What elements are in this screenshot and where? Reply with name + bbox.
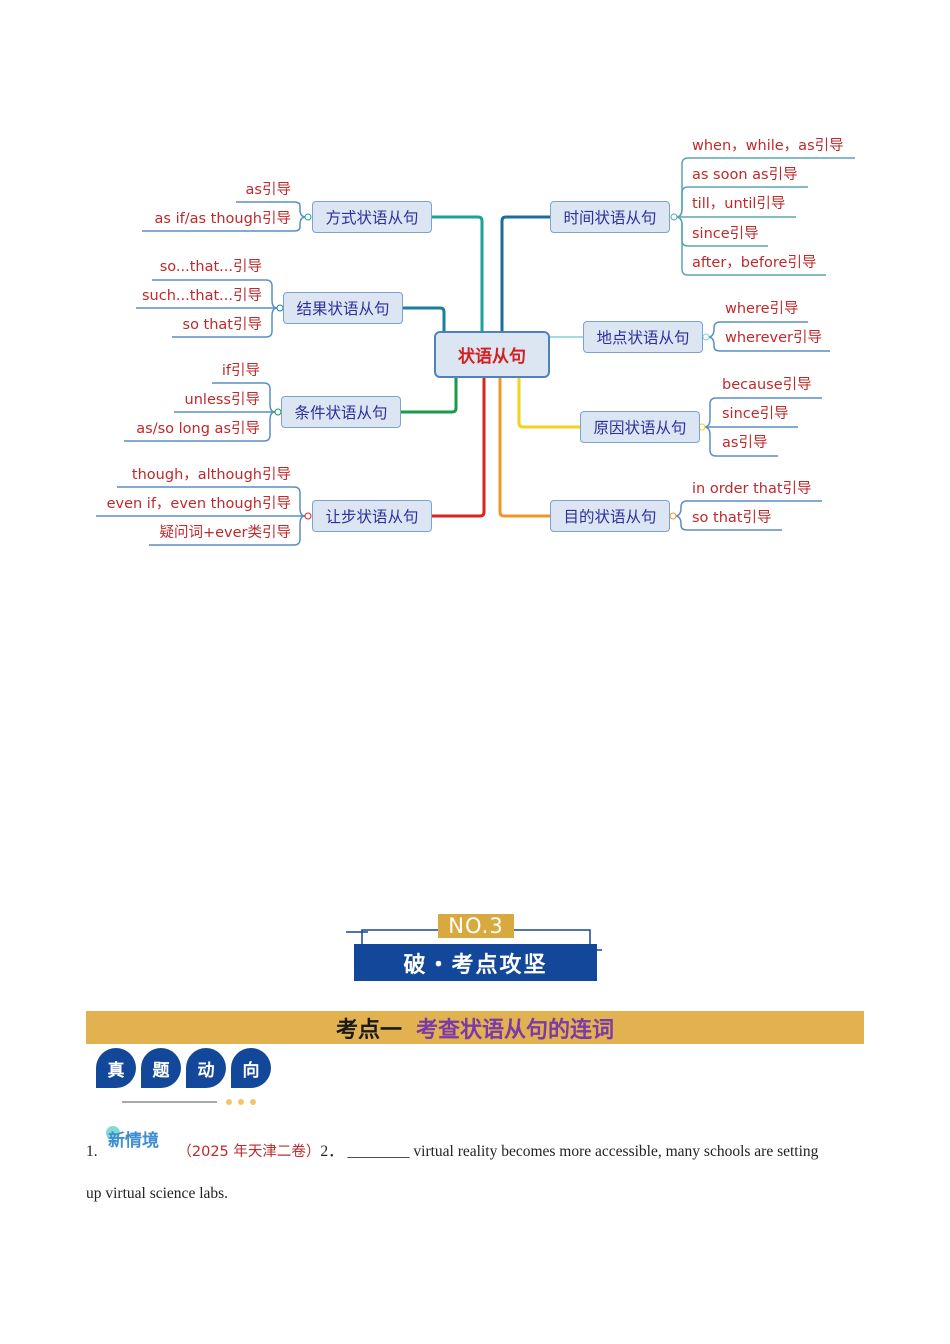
zhenti-divider <box>122 1101 217 1103</box>
node-reason-clause: 原因状语从句 <box>580 411 700 443</box>
leaf-condition-2: unless引导 <box>184 392 260 408</box>
leaf-result-2: such...that...引导 <box>141 288 262 304</box>
zhenti-char-4: 向 <box>231 1048 271 1088</box>
leaf-time-3: till，until引导 <box>692 196 786 212</box>
leaf-reason-1: because引导 <box>722 377 812 393</box>
leaf-result-3: so that引导 <box>182 317 262 333</box>
leaf-time-1: when，while，as引导 <box>692 138 844 154</box>
section-badge: NO.3 破・考点攻坚 <box>346 912 602 984</box>
leaf-concession-3: 疑问词+ever类引导 <box>159 525 291 541</box>
zhenti-char-2: 题 <box>141 1048 181 1088</box>
leaf-concession-2: even if，even though引导 <box>106 496 291 512</box>
kaodian-prefix: 考点一 <box>335 1017 402 1043</box>
leaf-purpose-1: in order that引导 <box>692 481 812 497</box>
leaf-time-4: since引导 <box>692 226 759 242</box>
question-text-1: virtual reality becomes more accessible,… <box>413 1143 819 1160</box>
kaodian-title: 考查状语从句的连词 <box>416 1017 615 1043</box>
leaf-place-1: where引导 <box>725 301 799 317</box>
section-number: NO.3 <box>438 914 514 938</box>
leaf-reason-3: as引导 <box>722 435 768 451</box>
node-purpose-clause: 目的状语从句 <box>550 500 670 532</box>
decor-dot-2 <box>238 1099 244 1105</box>
mindmap-connectors <box>96 157 855 546</box>
leaf-time-2: as soon as引导 <box>692 167 798 183</box>
node-result-clause: 结果状语从句 <box>283 292 403 324</box>
leaf-place-2: wherever引导 <box>725 330 822 346</box>
node-concession-clause: 让步状语从句 <box>312 500 432 532</box>
question-number: 1. <box>86 1143 98 1160</box>
question-sub-number: 2． <box>320 1143 344 1160</box>
node-condition-clause: 条件状语从句 <box>281 396 401 428</box>
leaf-manner-2: as if/as though引导 <box>154 211 291 227</box>
leaf-purpose-2: so that引导 <box>692 510 772 526</box>
question-line-1: 1. （2025 年天津二卷）2． ________ virtual reali… <box>86 1139 818 1161</box>
leaf-manner-1: as引导 <box>245 182 291 198</box>
section-title: 破・考点攻坚 <box>354 944 597 981</box>
leaf-result-1: so...that...引导 <box>159 259 262 275</box>
decor-dot-3 <box>250 1099 256 1105</box>
kaodian-header: 考点一 考查状语从句的连词 <box>86 1011 864 1044</box>
mindmap-root-node: 状语从句 <box>434 331 550 378</box>
node-manner-clause: 方式状语从句 <box>312 201 432 233</box>
node-time-clause: 时间状语从句 <box>550 201 670 233</box>
new-context-dot-icon <box>106 1126 120 1140</box>
answer-blank[interactable]: ________ <box>347 1143 410 1160</box>
leaf-concession-1: though，although引导 <box>131 467 291 483</box>
question-source: （2025 年天津二卷） <box>177 1144 321 1160</box>
decor-dot-1 <box>226 1099 232 1105</box>
leaf-reason-2: since引导 <box>722 406 789 422</box>
zhenti-char-1: 真 <box>96 1048 136 1088</box>
leaf-condition-1: if引导 <box>221 363 260 379</box>
new-context-tag: 新情境 <box>108 1131 159 1151</box>
zhenti-char-3: 动 <box>186 1048 226 1088</box>
leaf-condition-3: as/so long as引导 <box>136 421 260 437</box>
node-place-clause: 地点状语从句 <box>583 321 703 353</box>
question-line-2: up virtual science labs. <box>86 1185 229 1202</box>
leaf-time-5: after，before引导 <box>692 255 817 271</box>
